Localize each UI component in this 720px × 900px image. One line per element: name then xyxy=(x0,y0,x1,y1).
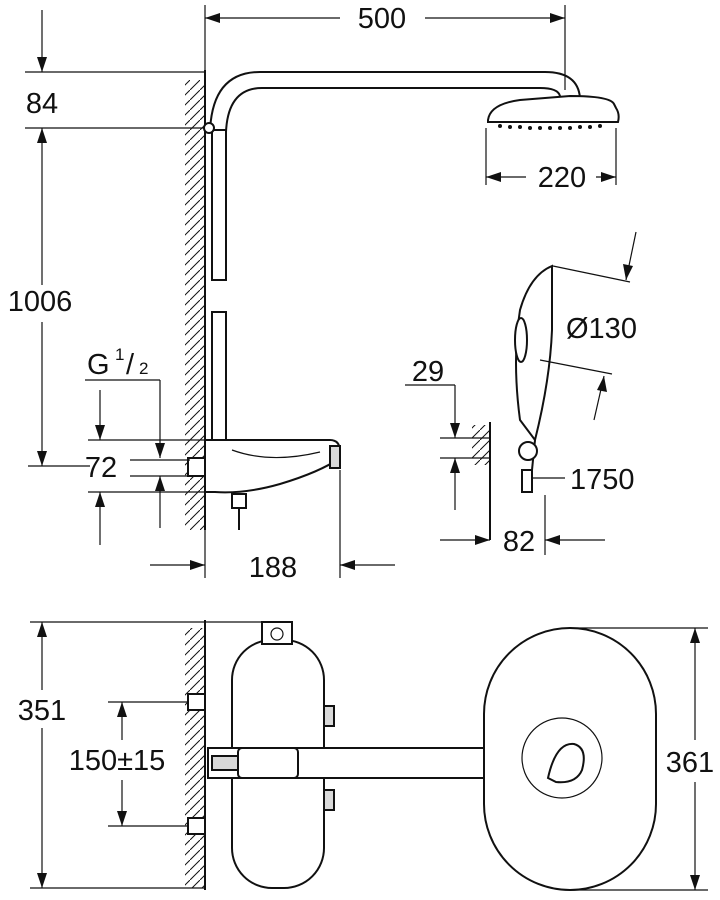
dim-188-lines xyxy=(150,470,395,578)
head-shower-front xyxy=(483,627,657,891)
thread-num-label: 1 xyxy=(115,345,124,364)
dim-130-label: Ø130 xyxy=(566,313,637,345)
wall-hatch-holder xyxy=(472,422,491,540)
wall-hatch-bottom xyxy=(185,620,206,890)
dim-84-label: 84 xyxy=(26,88,58,120)
dim-84-lines xyxy=(25,10,205,285)
head-shower xyxy=(487,94,620,130)
dim-351-label: 351 xyxy=(18,695,66,727)
thread-label: G 1 / 2 xyxy=(85,345,165,528)
dim-72-label: 72 xyxy=(85,452,117,484)
dim-150-lines xyxy=(108,701,188,827)
riser-pipe xyxy=(203,122,227,443)
dim-1006-label: 1006 xyxy=(8,286,73,318)
hand-shower xyxy=(514,264,553,493)
thread-g-label: G xyxy=(87,349,110,381)
dim-150-label: 150±15 xyxy=(69,745,166,777)
dim-29-lines xyxy=(405,384,490,510)
dim-220-label: 220 xyxy=(538,162,586,194)
dim-72-lines xyxy=(88,390,205,545)
dim-361-lines xyxy=(570,627,708,891)
dim-29-label: 29 xyxy=(412,356,444,388)
dim-351-lines xyxy=(30,621,262,889)
dim-82-lines xyxy=(440,495,605,555)
dim-500-label: 500 xyxy=(358,3,406,35)
thermostat-side xyxy=(187,439,341,530)
dim-500-lines xyxy=(204,5,566,90)
dim-130-lines xyxy=(539,231,637,421)
dim-1006-lines xyxy=(28,322,90,467)
thread-slash: / xyxy=(126,349,135,381)
dim-220-lines xyxy=(485,128,617,185)
thread-den-label: 2 xyxy=(139,359,148,378)
dim-1750-label: 1750 xyxy=(570,464,635,496)
dim-82-label: 82 xyxy=(503,526,535,558)
dim-188-label: 188 xyxy=(249,552,297,584)
dim-361-label: 361 xyxy=(666,747,714,779)
shelf-bar xyxy=(207,747,561,779)
